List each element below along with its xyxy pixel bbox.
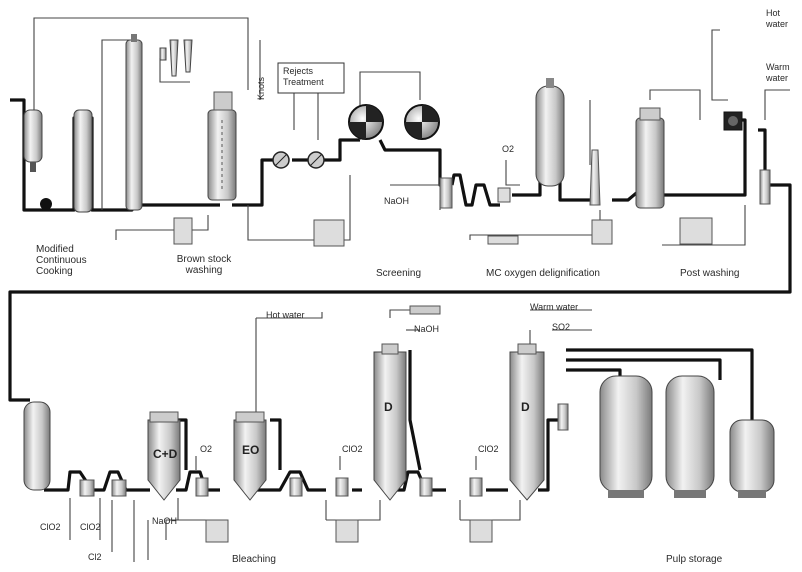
label-warm-water-top: Warm water — [766, 62, 790, 83]
d1-tower — [373, 305, 441, 501]
post-wash-pump — [759, 169, 771, 205]
label-modified-continuous-cooking: Modified Continuous Cooking — [36, 244, 87, 277]
label-brown-stock-washing: Brown stock washing — [176, 254, 232, 276]
label-cl2: Cl2 — [88, 552, 102, 562]
post-wash-press — [723, 111, 743, 131]
label-mc-oxygen-delignification: MC oxygen delignification — [486, 268, 600, 279]
blow-tank-o2 — [589, 149, 601, 206]
impregnation-vessel — [23, 109, 52, 210]
label-post-washing: Post washing — [680, 268, 740, 279]
label-knots: Knots — [256, 76, 266, 100]
label-screening: Screening — [376, 268, 422, 279]
d2-tower — [509, 343, 569, 501]
cd-tower — [147, 411, 181, 501]
label-clo2-2: ClO2 — [80, 522, 101, 532]
label-o2-bottom: O2 — [200, 444, 213, 454]
o2-mixer — [497, 187, 511, 203]
oxygen-reactor — [535, 78, 565, 187]
label-hot-water-bottom: Hot water — [266, 310, 305, 320]
label-so2: SO2 — [552, 322, 571, 332]
post-washer — [635, 107, 665, 209]
drum-washer-2 — [404, 104, 440, 140]
eo-tower — [233, 411, 267, 501]
stage-letter-eo: EO — [242, 443, 260, 457]
eo-tank — [335, 519, 359, 543]
pulp-storage-tank-3 — [729, 419, 775, 498]
d1-tank — [469, 519, 493, 543]
label-naoh-bottom: NaOH — [414, 324, 440, 334]
o2-filtrate-tank — [487, 219, 613, 245]
digester-vessel — [73, 109, 93, 213]
post-wash-tank — [679, 217, 713, 245]
label-clo2-3: ClO2 — [342, 444, 363, 454]
cyclone-separators — [159, 39, 193, 77]
knotter-1 — [272, 151, 290, 169]
brown-stock-washer — [207, 91, 237, 201]
mc-pump-o2 — [439, 177, 453, 209]
pulp-storage-tank-1 — [599, 375, 653, 498]
utility-lines-top — [33, 17, 790, 246]
label-clo2-4: ClO2 — [478, 444, 499, 454]
flash-tank-tower — [125, 34, 143, 211]
knotter-2 — [307, 151, 325, 169]
brown-stock-tank — [173, 217, 193, 245]
pulp-storage-tank-2 — [665, 375, 715, 498]
label-o2-top: O2 — [502, 144, 515, 154]
label-bleaching: Bleaching — [232, 554, 276, 565]
label-naoh-top: NaOH — [384, 196, 410, 206]
cd-washer-tank — [205, 519, 229, 543]
drum-washer-1 — [348, 104, 384, 140]
label-naoh-small: NaOH — [152, 516, 178, 526]
unbleached-storage-tank — [23, 401, 51, 491]
bleaching-pumps — [79, 477, 483, 497]
stage-letter-cd: C+D — [153, 447, 178, 461]
stage-letter-d2: D — [521, 400, 530, 414]
label-hot-water-top: Hot water — [766, 8, 789, 29]
label-clo2-1: ClO2 — [40, 522, 61, 532]
label-rejects-treatment: Rejects Treatment — [283, 66, 324, 87]
utility-lines-bottom — [69, 309, 592, 562]
label-warm-water-bottom: Warm water — [530, 302, 579, 312]
stage-letter-d1: D — [384, 400, 393, 414]
label-pulp-storage: Pulp storage — [666, 554, 723, 565]
screening-tank — [313, 219, 345, 247]
rejects-treatment-box — [277, 62, 345, 94]
